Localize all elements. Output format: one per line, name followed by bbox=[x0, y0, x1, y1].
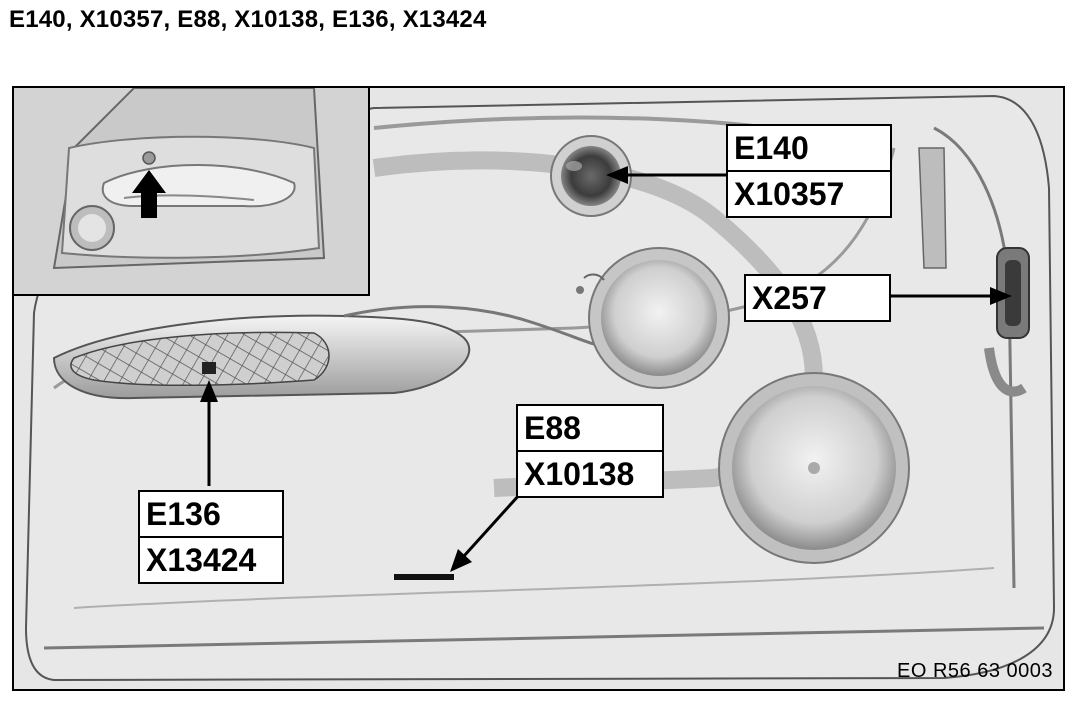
callout-e88-x10138: E88 X10138 bbox=[516, 404, 664, 498]
label-x10138: X10138 bbox=[518, 450, 662, 496]
label-x257: X257 bbox=[752, 280, 827, 316]
label-x10357: X10357 bbox=[728, 170, 890, 216]
inset-arrow-icon bbox=[132, 170, 166, 218]
e88-connector bbox=[394, 574, 454, 580]
inset-illustration bbox=[52, 88, 326, 270]
label-e140: E140 bbox=[734, 130, 809, 166]
label-x13424: X13424 bbox=[140, 536, 282, 582]
label-e88: E88 bbox=[524, 410, 581, 446]
callout-x257: X257 bbox=[744, 274, 891, 322]
callout-e136-x13424: E136 X13424 bbox=[138, 490, 284, 584]
e136-connector bbox=[202, 362, 216, 374]
door-panel-diagram: E140 X10357 X257 E88 X10138 E136 X13424 … bbox=[12, 86, 1065, 691]
handle-grille bbox=[70, 331, 330, 387]
detail-inset bbox=[14, 88, 370, 296]
page-title: E140, X10357, E88, X10138, E136, X13424 bbox=[9, 6, 487, 33]
label-e136: E136 bbox=[146, 496, 221, 532]
reference-code: EO R56 63 0003 bbox=[897, 660, 1053, 682]
callout-e140-x10357: E140 X10357 bbox=[726, 124, 892, 218]
